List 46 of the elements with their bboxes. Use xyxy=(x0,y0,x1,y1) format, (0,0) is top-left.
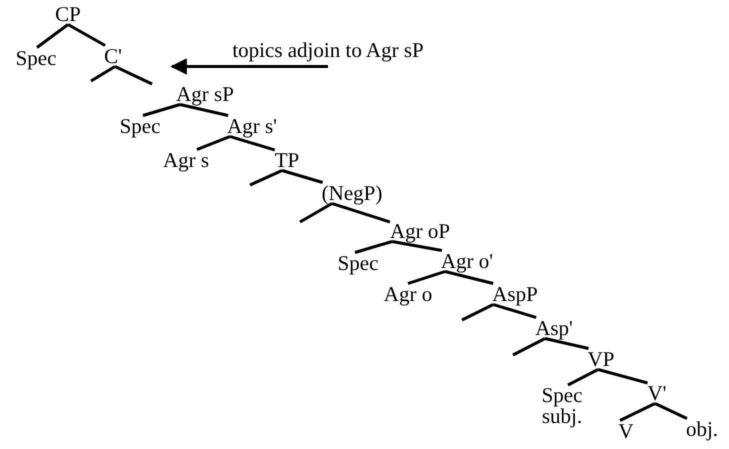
tree-node-label: AspP xyxy=(492,284,538,304)
tree-branch xyxy=(408,270,446,285)
tree-node-label: Spec xyxy=(338,252,378,274)
tree-node-label: Asp' xyxy=(535,318,573,338)
tree-branch xyxy=(332,202,390,224)
tree-branch xyxy=(36,23,69,49)
tree-node-label: Agr o' xyxy=(440,250,494,272)
tree-branch xyxy=(196,135,231,151)
tree-branch xyxy=(90,65,116,82)
tree-branch xyxy=(598,368,648,384)
tree-node-label: Agr o xyxy=(384,284,432,304)
tree-branch xyxy=(354,240,392,254)
annotation-text: topics adjoin to Agr sP xyxy=(232,40,424,66)
tree-branch xyxy=(299,202,333,224)
tree-branch xyxy=(180,103,228,117)
tree-node-label: Agr s xyxy=(162,150,210,170)
tree-branch xyxy=(492,303,537,319)
tree-node-label: obj. xyxy=(686,418,718,440)
tree-node-label: C' xyxy=(104,46,122,66)
tree-branch xyxy=(654,402,688,420)
tree-branch xyxy=(67,23,106,47)
tree-branch xyxy=(567,368,599,386)
tree-node-label: TP xyxy=(274,150,300,170)
tree-branch xyxy=(249,169,283,186)
tree-branch xyxy=(114,65,153,86)
tree-node-label: CP xyxy=(55,4,81,24)
tree-branch xyxy=(461,303,494,322)
tree-branch xyxy=(392,240,442,252)
tree-branch xyxy=(544,337,589,350)
tree-node-label: V xyxy=(618,420,634,442)
tree-node-label: Agr sP xyxy=(152,66,234,104)
tree-node-label: Spec xyxy=(16,48,56,68)
tree-node-label: Agr s' xyxy=(227,116,277,136)
tree-branch xyxy=(444,270,494,285)
tree-node-label: VP xyxy=(588,348,614,370)
tree-branch xyxy=(142,103,180,117)
tree-branch xyxy=(282,169,324,184)
tree-branch xyxy=(619,402,656,422)
tree-node-label: (NegP) xyxy=(322,182,382,204)
tree-node-label: Spec subj. xyxy=(542,385,582,427)
tree-branch xyxy=(230,135,276,152)
tree-branch xyxy=(512,337,546,356)
tree-node-label: Agr oP xyxy=(390,220,450,242)
arrow xyxy=(170,58,328,75)
tree-node-label: Spec xyxy=(120,116,160,136)
tree-node-label: V' xyxy=(648,382,666,404)
